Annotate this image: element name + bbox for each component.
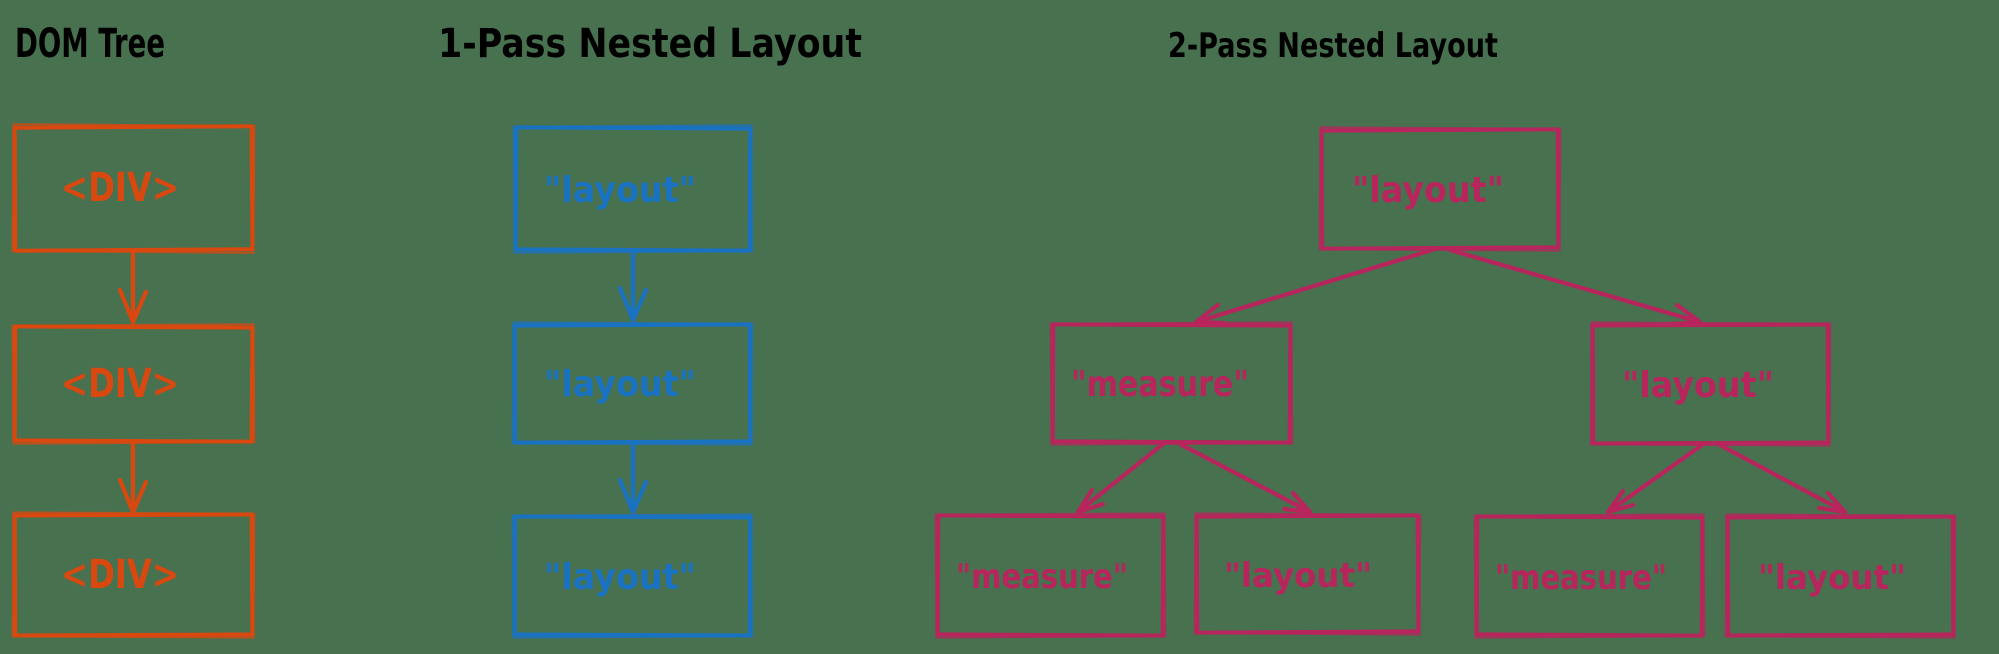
node-border-sketch xyxy=(1049,321,1294,446)
arrow-layout-to-layout xyxy=(1717,442,1848,515)
arrow-shaft xyxy=(1193,247,1435,325)
node-border-sketch xyxy=(1193,512,1422,636)
one-pass-node-2: "layout" xyxy=(511,321,754,446)
title-one-pass-nested-layout: 1-Pass Nested Layout xyxy=(438,21,862,67)
two-pass-leaf-layout-1-label: "layout" xyxy=(1224,556,1372,596)
arrow-layout-to-measure xyxy=(1605,442,1705,515)
node-border xyxy=(935,513,1166,638)
arrow-shaft xyxy=(1717,442,1848,515)
arrow-shaft xyxy=(1075,441,1166,515)
two-pass-leaf-layout-2-label: "layout" xyxy=(1758,558,1906,598)
two-pass-layout-right: "layout" xyxy=(1589,321,1832,447)
node-border-sketch xyxy=(1724,513,1957,639)
arrow-measure-to-layout xyxy=(1177,441,1313,515)
node-border-sketch xyxy=(1473,513,1706,639)
arrow-head xyxy=(1816,490,1848,515)
node-border xyxy=(1725,514,1956,638)
dom-node-2: <DIV> xyxy=(11,323,256,445)
arrow-head xyxy=(1075,487,1106,515)
dom-node-1-label: <DIV> xyxy=(61,165,179,211)
arrow-root-to-layout xyxy=(1447,247,1703,327)
node-border xyxy=(12,124,255,253)
one-pass-node-2-label: "layout" xyxy=(544,364,696,405)
two-pass-diagram: "layout" "measure" "layout" xyxy=(934,126,1957,639)
dom-node-3-label: <DIV> xyxy=(61,552,179,598)
arrow-head xyxy=(117,287,149,325)
two-pass-measure-left: "measure" xyxy=(1049,321,1294,446)
two-pass-layout-right-label: "layout" xyxy=(1622,365,1774,406)
two-pass-measure-left-label: "measure" xyxy=(1071,364,1249,405)
arrow-measure-to-measure xyxy=(1075,441,1166,515)
node-border-sketch xyxy=(511,513,754,639)
one-pass-node-1: "layout" xyxy=(512,124,754,254)
arrow-head xyxy=(117,477,149,515)
arrow-dom-1 xyxy=(117,249,149,325)
node-border xyxy=(1194,513,1421,635)
title-dom-tree: DOM Tree xyxy=(15,21,165,67)
arrow-one-pass-1 xyxy=(617,249,649,323)
title-two-pass-nested-layout: 2-Pass Nested Layout xyxy=(1168,26,1498,66)
node-border xyxy=(12,512,255,638)
arrow-head xyxy=(617,477,649,515)
node-border xyxy=(1590,322,1831,446)
node-border xyxy=(1050,322,1293,445)
two-pass-leaf-measure-1: "measure" xyxy=(934,512,1167,639)
node-border xyxy=(512,514,753,638)
two-pass-leaf-layout-2: "layout" xyxy=(1724,513,1957,639)
two-pass-leaf-measure-1-label: "measure" xyxy=(956,557,1128,597)
arrow-root-to-measure xyxy=(1193,247,1435,326)
arrow-shaft xyxy=(1605,442,1705,515)
node-border xyxy=(1319,127,1561,251)
two-pass-root-label: "layout" xyxy=(1352,170,1504,211)
two-pass-leaf-measure-2: "measure" xyxy=(1473,513,1706,639)
one-pass-node-1-label: "layout" xyxy=(544,170,696,211)
arrow-shaft xyxy=(1177,441,1313,515)
arrow-head xyxy=(1281,490,1313,515)
arrow-shaft xyxy=(1447,247,1703,325)
node-border xyxy=(1474,514,1705,638)
node-border-sketch xyxy=(934,512,1167,639)
node-border-sketch xyxy=(11,511,256,639)
dom-tree-diagram: <DIV> <DIV> <DIV> xyxy=(11,123,256,639)
arrow-one-pass-2 xyxy=(617,441,649,515)
node-border-sketch xyxy=(1318,126,1562,252)
two-pass-leaf-layout-1: "layout" xyxy=(1193,512,1422,636)
dom-node-2-label: <DIV> xyxy=(61,361,179,407)
two-pass-root: "layout" xyxy=(1318,126,1562,252)
node-border-sketch xyxy=(1589,321,1832,447)
arrow-head xyxy=(1605,488,1636,515)
arrow-dom-2 xyxy=(117,440,149,515)
dom-node-3: <DIV> xyxy=(11,511,256,639)
one-pass-node-3: "layout" xyxy=(511,513,754,639)
dom-node-1: <DIV> xyxy=(11,123,256,254)
arrow-head xyxy=(617,285,649,323)
one-pass-node-3-label: "layout" xyxy=(544,557,696,598)
two-pass-leaf-measure-2-label: "measure" xyxy=(1495,558,1667,598)
one-pass-diagram: "layout" "layout" "layout" xyxy=(511,124,754,639)
